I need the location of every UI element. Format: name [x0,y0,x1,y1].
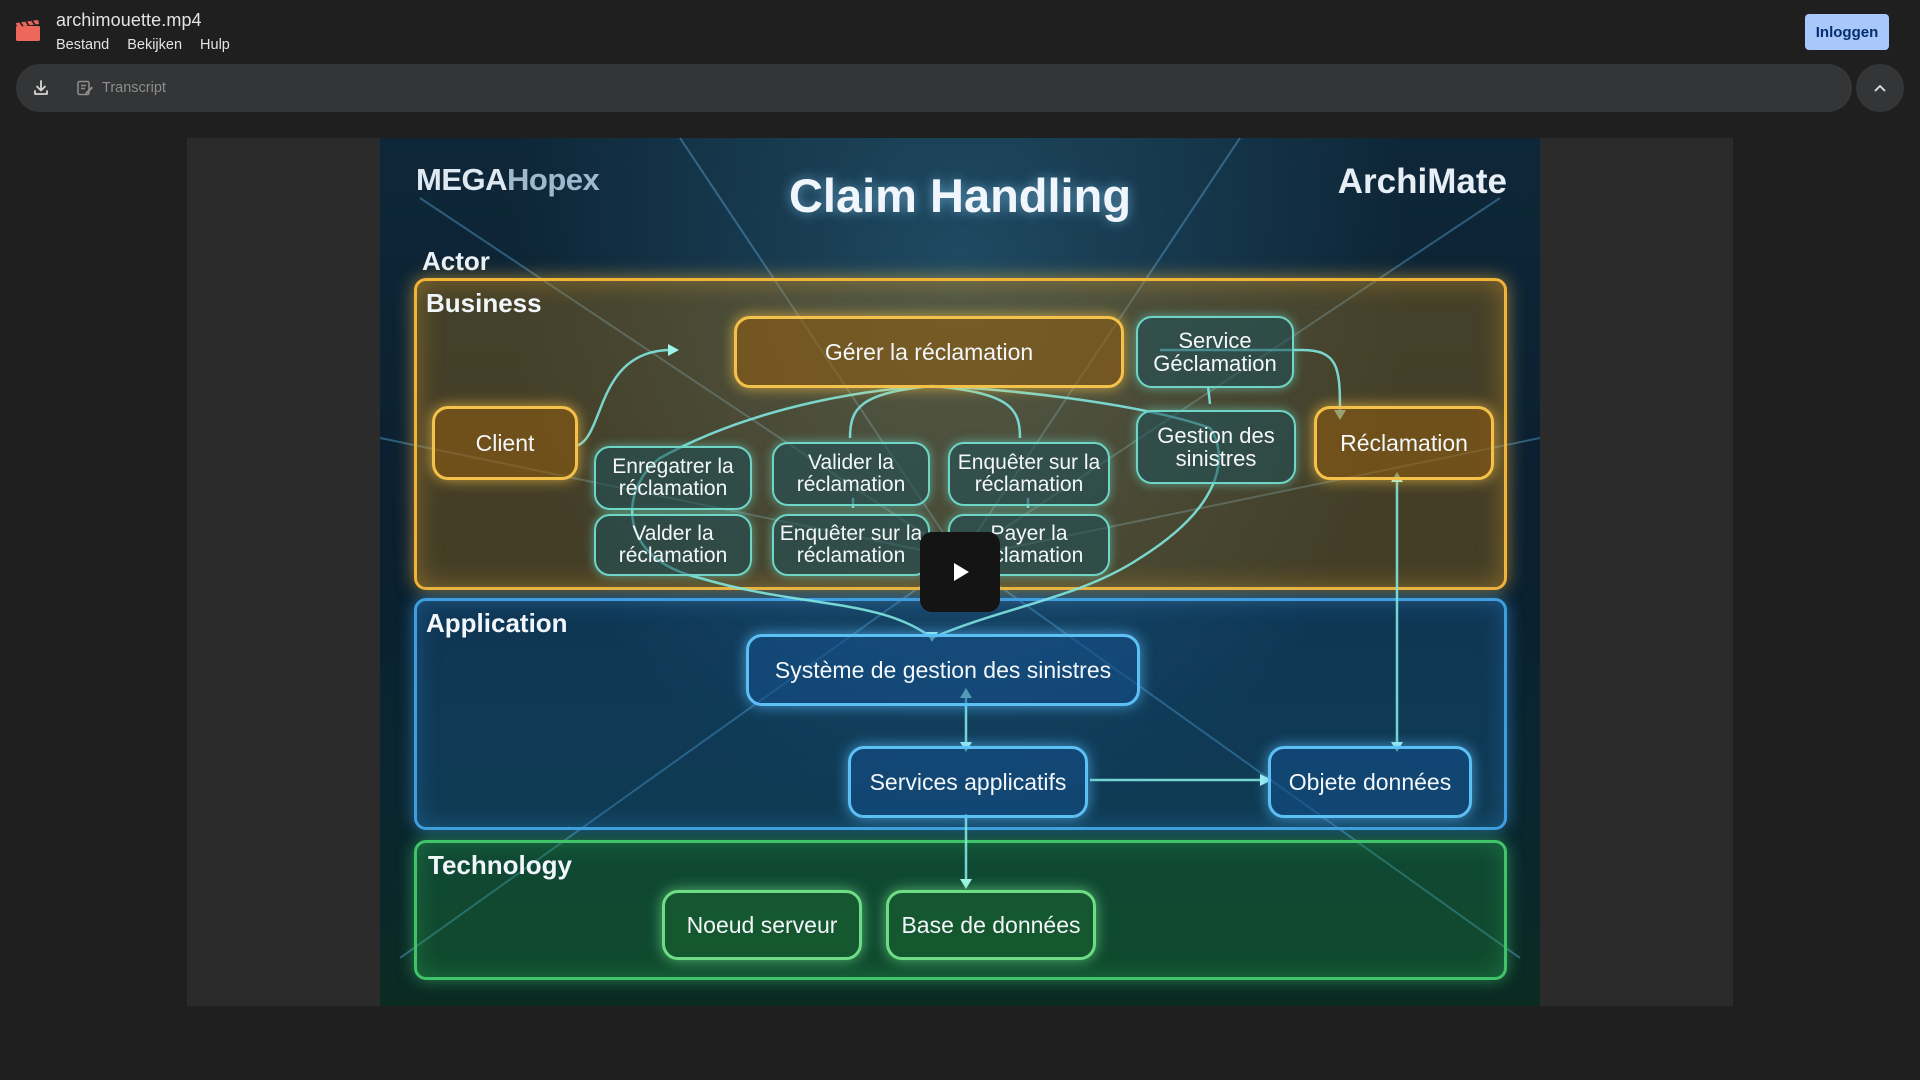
node-gestion-des-sinistres: Gestion des sinistres [1136,410,1296,484]
actor-label: Actor [422,246,490,276]
node-reclamation: Réclamation [1314,406,1494,480]
node-client: Client [432,406,578,480]
node-gerer-la-reclamation: Gérer la réclamation [734,316,1124,388]
play-button[interactable] [920,532,1000,612]
node-enqueter-sur-la-reclamation-bottom: Enquêter sur la réclamation [772,514,930,576]
node-valider-la-reclamation-top: Valider la réclamation [772,442,930,506]
menu-view[interactable]: Bekijken [127,37,183,53]
node-noeud-serveur: Noeud serveur [662,890,862,960]
transcript-icon [77,80,93,96]
node-objets-donnees: Objete données [1268,746,1472,818]
transcript-button[interactable]: Transcript [76,64,166,112]
video-frame: MEGAHopex ArchiMate Claim Handling Actor… [380,138,1540,1006]
transcript-label: Transcript [102,80,166,96]
node-enqueter-sur-la-reclamation-top: Enquêter sur la réclamation [948,442,1110,506]
node-service-geclamation: Service Géclamation [1136,316,1294,388]
business-layer-label: Business [426,288,542,318]
play-icon [954,563,969,581]
megahopex-logo: MEGAHopex [416,162,600,197]
menu-help[interactable]: Hulp [200,37,230,53]
node-enregistrer-la-reclamation: Enregatrer la réclamation [594,446,752,510]
node-systeme-de-gestion: Système de gestion des sinistres [746,634,1140,706]
collapse-button[interactable] [1856,64,1904,112]
video-player[interactable]: MEGAHopex ArchiMate Claim Handling Actor… [187,138,1733,1006]
login-button[interactable]: Inloggen [1805,14,1889,50]
chevron-up-icon [1874,85,1886,92]
diagram-title: Claim Handling [788,169,1132,222]
download-icon[interactable] [30,77,52,99]
menu-bar: Bestand Bekijken Hulp [56,37,230,53]
video-file-icon [16,20,40,41]
node-valider-la-reclamation-bottom: Valder la réclamation [594,514,752,576]
menu-file[interactable]: Bestand [56,37,110,53]
top-bar: archimouette.mp4 Bestand Bekijken Hulp I… [0,0,1920,64]
node-base-de-donnees: Base de données [886,890,1096,960]
file-title: archimouette.mp4 [56,10,202,30]
node-services-applicatifs: Services applicatifs [848,746,1088,818]
technology-layer-label: Technology [428,850,572,880]
archimate-logo: ArchiMate [1337,162,1507,201]
application-layer-label: Application [426,608,568,638]
viewer-toolbar: Transcript [16,64,1852,112]
